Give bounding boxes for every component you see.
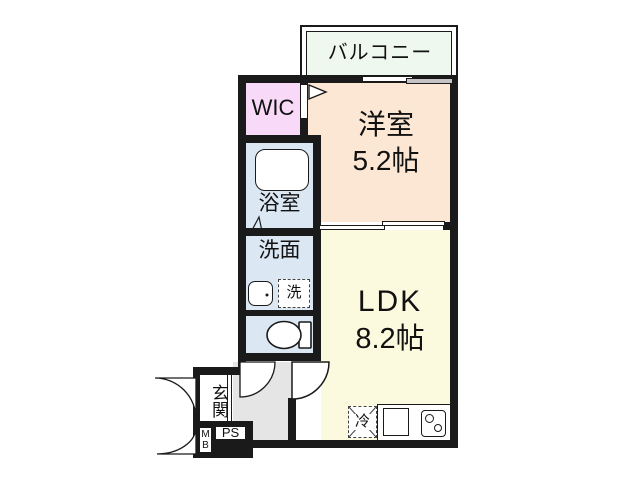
balcony-label: バルコニー xyxy=(327,42,433,64)
refrigerator-label: 冷 xyxy=(350,413,375,431)
wall-column-east xyxy=(313,135,321,361)
meter-box-line1: M xyxy=(201,429,210,440)
meter-box xyxy=(199,427,212,453)
meter-box-line2: B xyxy=(202,440,209,451)
room-western xyxy=(308,83,450,222)
room-wic xyxy=(246,83,300,135)
sliding-door-panel-left xyxy=(319,225,385,230)
wall-slidingdoor-nub xyxy=(443,222,450,230)
wic-door-opening xyxy=(301,85,307,118)
stove-burner-2 xyxy=(434,424,442,432)
stove xyxy=(421,410,446,437)
balcony-floor xyxy=(306,31,452,77)
bathtub xyxy=(255,149,309,191)
ldk-size: 8.2帖 xyxy=(355,323,425,355)
wall-washroom-toilet xyxy=(238,310,321,316)
room-balcony xyxy=(300,25,458,83)
room-toilet xyxy=(246,316,313,353)
wall-hall-ldk xyxy=(288,398,296,440)
washing-machine-label: 洗 xyxy=(286,284,302,301)
kitchen-sink xyxy=(383,408,409,436)
wall-bath-washroom xyxy=(238,228,321,236)
wall-top xyxy=(238,75,458,83)
pipe-space-label: PS xyxy=(221,425,240,440)
meter-box-label: M B xyxy=(199,429,212,451)
entrance-label: 玄関 xyxy=(209,384,228,418)
wall-bottom-left xyxy=(193,448,253,458)
wall-right xyxy=(450,75,458,448)
entrance-door-arc xyxy=(154,377,197,420)
washroom-label: 洗面 xyxy=(258,239,301,262)
wall-entrance-top xyxy=(193,367,240,375)
balcony-window-panel-right xyxy=(406,78,453,84)
step-line-1 xyxy=(227,375,228,421)
wall-below-wic xyxy=(238,135,313,143)
washbasin xyxy=(248,281,273,306)
western-room-label: 洋室 xyxy=(357,109,414,140)
bathroom-label: 浴室 xyxy=(258,192,301,215)
wall-bottom xyxy=(246,440,458,448)
stove-burner-1 xyxy=(425,414,434,423)
pipe-space-box xyxy=(215,426,246,440)
ldk-label: LDK xyxy=(357,285,423,318)
wall-toilet-bottom xyxy=(238,353,321,361)
wic-label: WIC xyxy=(251,95,295,120)
sliding-door-panel-right xyxy=(382,221,445,226)
washing-machine-space xyxy=(278,279,310,308)
meter-box-door-arc xyxy=(156,426,197,455)
wall-left xyxy=(238,75,246,375)
step-line-2 xyxy=(231,375,232,421)
western-room-size: 5.2帖 xyxy=(352,145,420,176)
